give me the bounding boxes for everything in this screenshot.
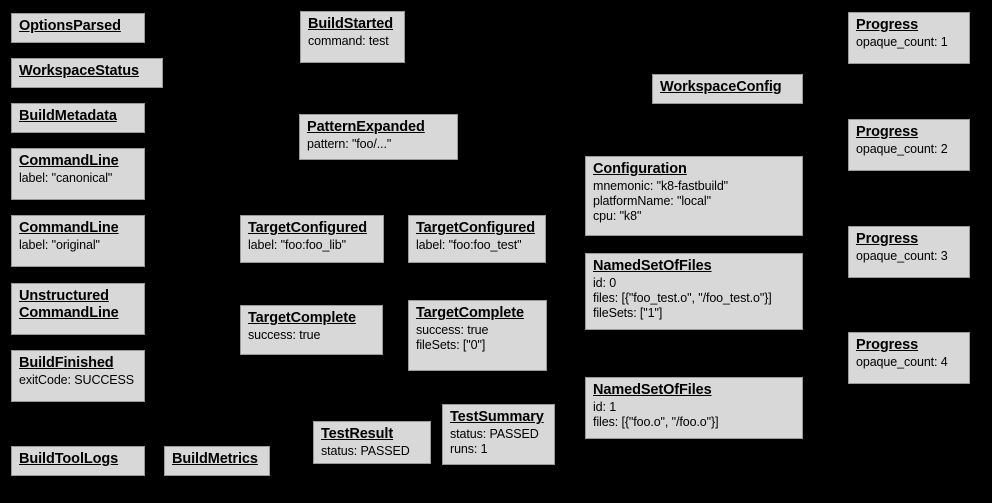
- event-node-field: cpu: "k8": [593, 208, 642, 223]
- event-node-title: OptionsParsed: [19, 18, 121, 34]
- event-node-title: TestResult: [321, 426, 394, 442]
- event-node-fields: success: true: [248, 328, 376, 343]
- event-node-field: status: PASSED: [321, 444, 410, 459]
- event-node-field: id: 0: [593, 276, 617, 291]
- event-node-title: NamedSetOfFiles: [593, 382, 712, 398]
- event-node-title: TargetComplete: [416, 305, 524, 321]
- event-node-title: NamedSetOfFiles: [593, 258, 712, 274]
- event-node-workspace-config[interactable]: WorkspaceConfig: [652, 74, 803, 104]
- event-node-field: opaque_count: 2: [856, 142, 948, 157]
- event-node-field: command: test: [308, 34, 389, 49]
- event-node-command-line-original[interactable]: CommandLine label: "original": [11, 215, 145, 267]
- event-node-fields: label: "foo:foo_lib": [248, 238, 377, 253]
- event-node-field: platformName: "local": [593, 193, 711, 208]
- event-node-field: exitCode: SUCCESS: [19, 373, 135, 388]
- event-node-title: BuildStarted: [308, 16, 394, 32]
- event-node-field: success: true: [416, 323, 489, 338]
- event-node-fields: opaque_count: 4: [856, 355, 963, 370]
- event-node-field: label: "original": [19, 238, 100, 253]
- event-node-title: BuildMetrics: [172, 451, 258, 467]
- event-node-configuration[interactable]: Configuration mnemonic: "k8-fastbuild"pla…: [585, 156, 803, 236]
- event-node-title: BuildFinished: [19, 355, 114, 371]
- event-node-fields: opaque_count: 3: [856, 249, 963, 264]
- event-node-field: runs: 1: [450, 441, 488, 456]
- event-node-title: TargetConfigured: [248, 220, 367, 236]
- event-node-fields: command: test: [308, 34, 398, 49]
- event-node-field: fileSets: ["0"]: [416, 337, 486, 352]
- event-node-field: files: [{"foo.o", "/foo.o"}]: [593, 414, 719, 429]
- event-node-progress-4[interactable]: Progress opaque_count: 4: [848, 332, 970, 384]
- event-node-title: Progress: [856, 124, 919, 140]
- event-node-field: id: 1: [593, 400, 617, 415]
- event-node-title: Progress: [856, 231, 919, 247]
- event-node-title: WorkspaceConfig: [660, 79, 782, 95]
- event-node-target-configured-foo-test[interactable]: TargetConfigured label: "foo:foo_test": [408, 215, 546, 263]
- event-node-progress-2[interactable]: Progress opaque_count: 2: [848, 119, 970, 171]
- event-node-title: Progress: [856, 337, 919, 353]
- event-node-field: files: [{"foo_test.o", "/foo_test.o"}]: [593, 290, 772, 305]
- event-node-field: pattern: "foo/...": [307, 137, 392, 152]
- event-node-title: TargetConfigured: [416, 220, 535, 236]
- event-node-fields: label: "foo:foo_test": [416, 238, 539, 253]
- event-node-target-complete-foo-lib[interactable]: TargetComplete success: true: [240, 305, 383, 355]
- event-node-field: label: "foo:foo_lib": [248, 238, 346, 253]
- event-node-build-finished[interactable]: BuildFinished exitCode: SUCCESS: [11, 350, 145, 402]
- event-node-title: WorkspaceStatus: [19, 63, 139, 79]
- event-node-field: status: PASSED: [450, 427, 539, 442]
- event-node-title: Progress: [856, 17, 919, 33]
- event-node-fields: mnemonic: "k8-fastbuild"platformName: "l…: [593, 179, 796, 223]
- event-node-target-configured-foo-lib[interactable]: TargetConfigured label: "foo:foo_lib": [240, 215, 384, 263]
- event-node-progress-1[interactable]: Progress opaque_count: 1: [848, 12, 970, 64]
- event-node-pattern-expanded[interactable]: PatternExpanded pattern: "foo/...": [299, 114, 458, 160]
- event-node-field: opaque_count: 1: [856, 35, 948, 50]
- event-node-title: Configuration: [593, 161, 687, 177]
- event-node-title: CommandLine: [19, 153, 119, 169]
- event-node-build-started[interactable]: BuildStarted command: test: [300, 11, 405, 63]
- event-node-title: Unstructured CommandLine: [19, 288, 119, 322]
- event-node-title: BuildMetadata: [19, 108, 117, 124]
- event-node-field: opaque_count: 4: [856, 355, 948, 370]
- event-node-field: fileSets: ["1"]: [593, 305, 663, 320]
- event-node-progress-3[interactable]: Progress opaque_count: 3: [848, 226, 970, 278]
- event-node-field: mnemonic: "k8-fastbuild": [593, 179, 729, 194]
- event-node-field: opaque_count: 3: [856, 249, 948, 264]
- event-node-field: label: "foo:foo_test": [416, 238, 522, 253]
- event-node-title: PatternExpanded: [307, 119, 425, 135]
- event-node-title: TestSummary: [450, 409, 544, 425]
- event-node-fields: status: PASSED: [321, 444, 424, 459]
- event-node-build-tool-logs[interactable]: BuildToolLogs: [11, 446, 145, 476]
- event-node-field: success: true: [248, 328, 321, 343]
- event-node-title: BuildToolLogs: [19, 451, 119, 467]
- event-node-title: CommandLine: [19, 220, 119, 236]
- event-node-build-metadata[interactable]: BuildMetadata: [11, 103, 145, 133]
- event-node-field: label: "canonical": [19, 171, 113, 186]
- event-node-fields: label: "canonical": [19, 171, 138, 186]
- event-node-fields: exitCode: SUCCESS: [19, 373, 138, 388]
- event-node-options-parsed[interactable]: OptionsParsed: [11, 13, 145, 43]
- event-node-fields: opaque_count: 2: [856, 142, 963, 157]
- event-node-workspace-status[interactable]: WorkspaceStatus: [11, 58, 163, 88]
- event-node-build-metrics[interactable]: BuildMetrics: [164, 446, 270, 476]
- event-node-unstructured-command-line[interactable]: Unstructured CommandLine: [11, 283, 145, 335]
- event-node-title: TargetComplete: [248, 310, 356, 326]
- event-node-fields: label: "original": [19, 238, 138, 253]
- event-node-fields: pattern: "foo/...": [307, 137, 451, 152]
- event-node-command-line-canonical[interactable]: CommandLine label: "canonical": [11, 148, 145, 200]
- event-node-test-result[interactable]: TestResult status: PASSED: [313, 421, 431, 464]
- event-node-fields: opaque_count: 1: [856, 35, 963, 50]
